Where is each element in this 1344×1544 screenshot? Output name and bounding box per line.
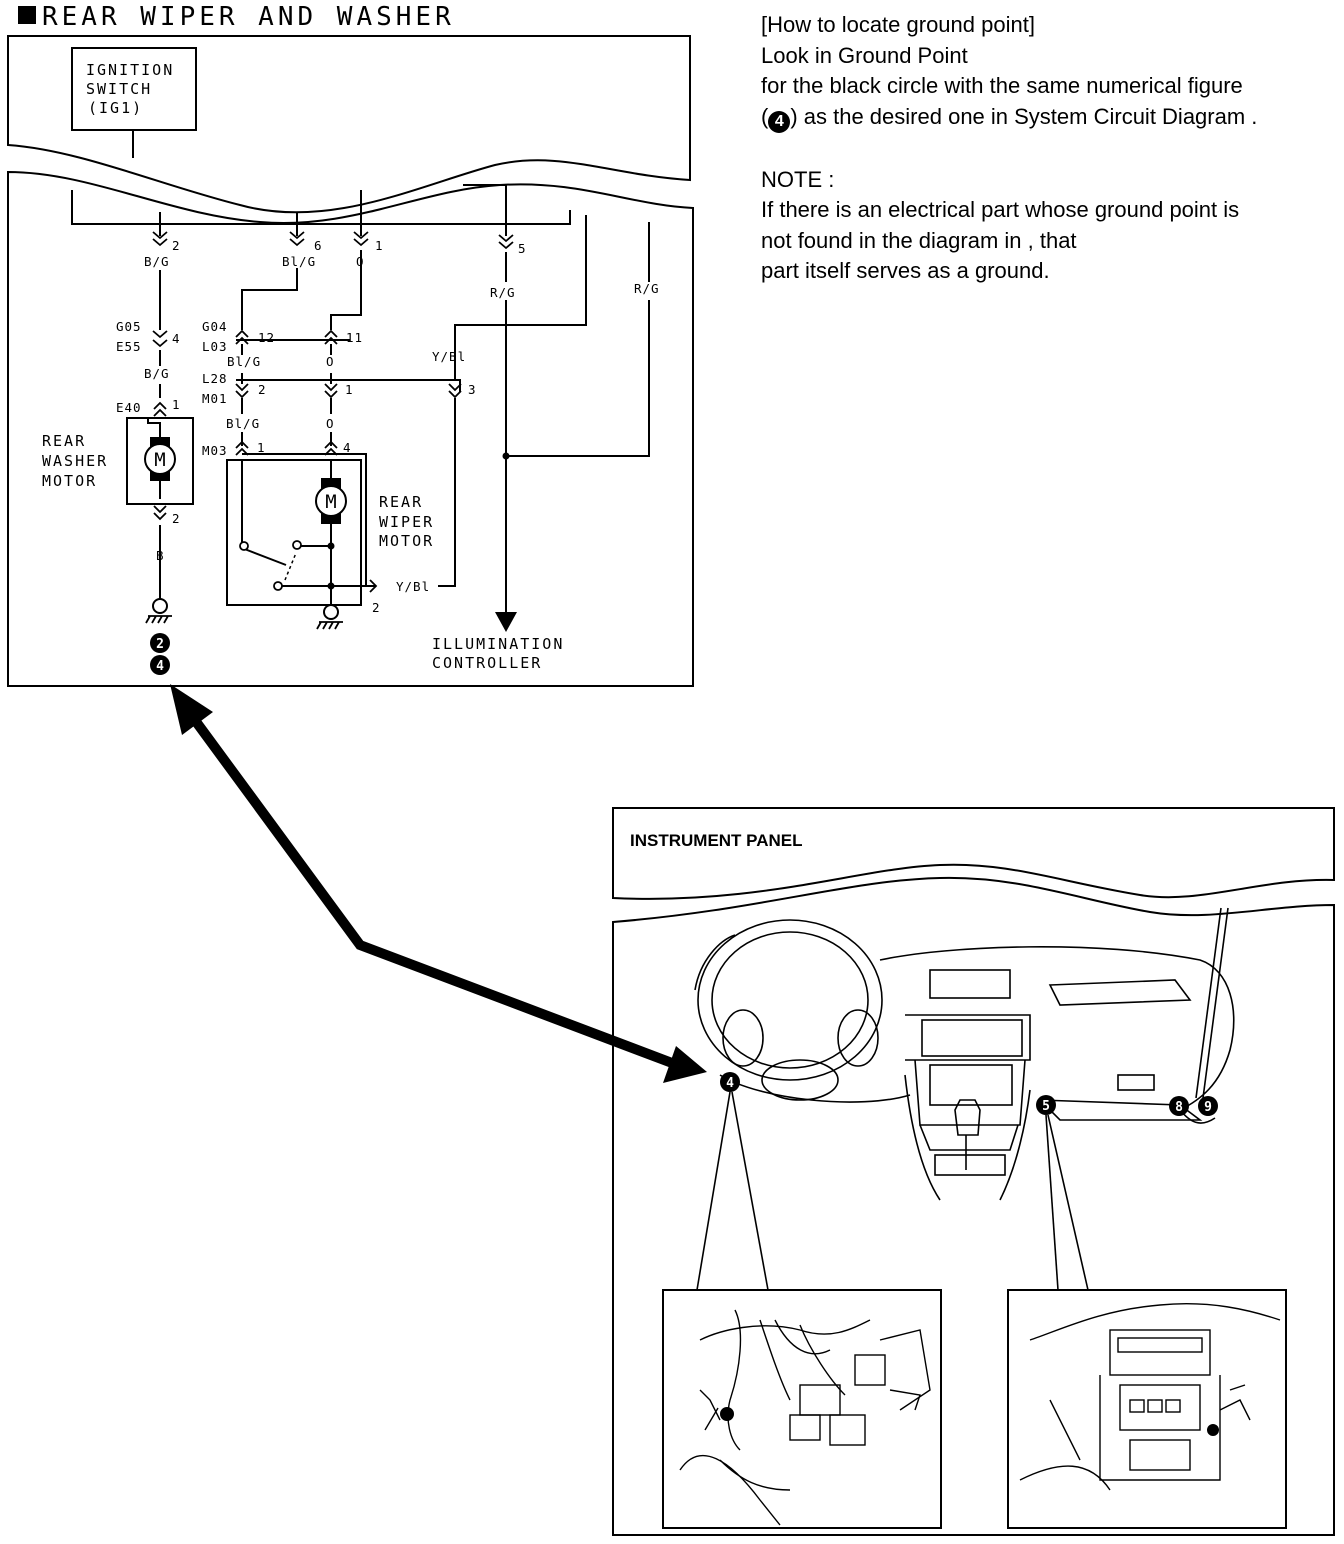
svg-text:G04: G04 (202, 319, 228, 334)
svg-text:B: B (156, 548, 165, 563)
ground-point-4-marker (720, 1072, 740, 1092)
svg-text:MOTOR: MOTOR (379, 532, 434, 550)
svg-text:6: 6 (314, 238, 323, 253)
svg-text:2: 2 (172, 238, 181, 253)
svg-text:M01: M01 (202, 391, 228, 406)
instructions-line-1: Look in Ground Point (761, 42, 968, 68)
svg-text:(IG1): (IG1) (88, 99, 143, 117)
svg-text:SWITCH: SWITCH (86, 80, 152, 98)
svg-text:CONTROLLER: CONTROLLER (432, 654, 542, 672)
rear-washer-motor-box (126, 417, 194, 505)
motor-symbols: M M 2 4 (144, 437, 517, 675)
svg-text:MOTOR: MOTOR (42, 472, 97, 490)
svg-text:5: 5 (1042, 1099, 1050, 1114)
instructions-heading: [How to locate ground point] (761, 12, 1035, 37)
ground-point-9-marker (1198, 1096, 1218, 1116)
rear-washer-motor-label: REAR (42, 432, 86, 450)
svg-text:L03: L03 (202, 339, 228, 354)
ground-symbol-icon (152, 598, 168, 614)
component-labels: IGNITION SWITCH (IG1) REAR WASHER MOTOR … (42, 61, 564, 672)
svg-text:4: 4 (343, 440, 352, 455)
instructions-line-3: (4) as the desired one in System Circuit… (761, 102, 1331, 133)
ground-point-4-detail-box (662, 1289, 942, 1529)
svg-text:4: 4 (726, 1076, 734, 1091)
svg-text:11: 11 (346, 330, 363, 345)
svg-text:Bl/G: Bl/G (227, 354, 261, 369)
ground-bolt-icon (1207, 1424, 1219, 1436)
page-title: REAR WIPER AND WASHER (18, 2, 455, 32)
ground-point-4-badge (150, 655, 170, 675)
arrow-head-down-icon (663, 1046, 707, 1083)
note-line-3: part itself serves as a ground. (761, 258, 1050, 283)
note-line-2: not found in the diagram in , that (761, 227, 1077, 253)
rear-wiper-motor-box (226, 459, 362, 606)
svg-text:M03: M03 (202, 443, 228, 458)
svg-text:B/G: B/G (144, 366, 170, 381)
wire-labels: 2 6 1 5 4 12 11 2 1 3 1 1 4 2 2 B/G Bl/G… (116, 238, 660, 615)
ground-bolt-icon (720, 1407, 734, 1421)
svg-text:E40: E40 (116, 400, 142, 415)
svg-text:Bl/G: Bl/G (282, 254, 316, 269)
illumination-controller-label: ILLUMINATION (432, 635, 564, 653)
note-line-1: If there is an electrical part whose gro… (761, 197, 1240, 222)
svg-text:Y/Bl: Y/Bl (396, 579, 430, 594)
svg-text:4: 4 (156, 659, 164, 674)
title-text: REAR WIPER AND WASHER (42, 2, 455, 32)
instrument-panel-section (612, 807, 1335, 1536)
svg-text:8: 8 (1175, 1100, 1183, 1115)
svg-text:2: 2 (156, 637, 164, 652)
ground-point-badge: 4 (768, 110, 791, 133)
instrument-panel-title: INSTRUMENT PANEL (630, 831, 803, 850)
arrow-head-up-icon (170, 684, 213, 735)
svg-text:R/G: R/G (634, 281, 660, 296)
svg-text:2: 2 (372, 600, 381, 615)
ground-point-5-detail-box (1007, 1289, 1287, 1529)
washer-motor-label: M (154, 449, 165, 471)
svg-text:9: 9 (1204, 1100, 1212, 1115)
svg-text:3: 3 (468, 382, 477, 397)
svg-text:4: 4 (172, 331, 181, 346)
ground-point-5-marker (1036, 1095, 1056, 1115)
svg-text:G05: G05 (116, 319, 142, 334)
rear-wiper-motor-label: REAR (379, 493, 423, 511)
svg-text:L28: L28 (202, 371, 228, 386)
svg-text:1: 1 (172, 397, 181, 412)
svg-text:WASHER: WASHER (42, 452, 108, 470)
svg-text:2: 2 (258, 382, 267, 397)
svg-text:O: O (326, 354, 335, 369)
ground-point-8-marker (1169, 1096, 1189, 1116)
ground-symbol-icon (323, 604, 339, 620)
ground-point-2-badge (150, 633, 170, 653)
svg-text:1: 1 (257, 440, 266, 455)
svg-text:5: 5 (518, 241, 527, 256)
ground-point-instructions: [How to locate ground point] Look in Gro… (761, 10, 1331, 287)
paren-open: ( (761, 103, 769, 129)
circuit-panel (7, 35, 694, 687)
svg-text:2: 2 (172, 511, 181, 526)
svg-text:O: O (356, 254, 365, 269)
wiper-motor-label: M (325, 491, 336, 513)
svg-text:1: 1 (375, 238, 384, 253)
bullet-square-icon (18, 6, 36, 24)
svg-text:12: 12 (258, 330, 275, 345)
illumination-arrow-icon (495, 612, 517, 632)
note-heading: NOTE : (761, 166, 835, 192)
instructions-line-2: for the black circle with the same numer… (761, 73, 1243, 98)
instructions-line-3-text: ) as the desired one in System Circuit D… (790, 103, 1258, 129)
ignition-switch-label: IGNITION (86, 61, 174, 79)
svg-text:B/G: B/G (144, 254, 170, 269)
svg-text:R/G: R/G (490, 285, 516, 300)
svg-text:E55: E55 (116, 339, 142, 354)
svg-text:Y/Bl: Y/Bl (432, 349, 466, 364)
instrument-panel-ground-points: 4 5 8 9 (720, 1072, 1218, 1116)
svg-text:WIPER: WIPER (379, 513, 434, 531)
svg-text:Bl/G: Bl/G (226, 416, 260, 431)
svg-text:O: O (326, 416, 335, 431)
svg-text:1: 1 (345, 382, 354, 397)
reference-arrow (170, 684, 707, 1083)
wiper-motor-icon (315, 485, 347, 517)
connector-terminals (152, 231, 514, 593)
washer-motor-icon (144, 443, 176, 475)
